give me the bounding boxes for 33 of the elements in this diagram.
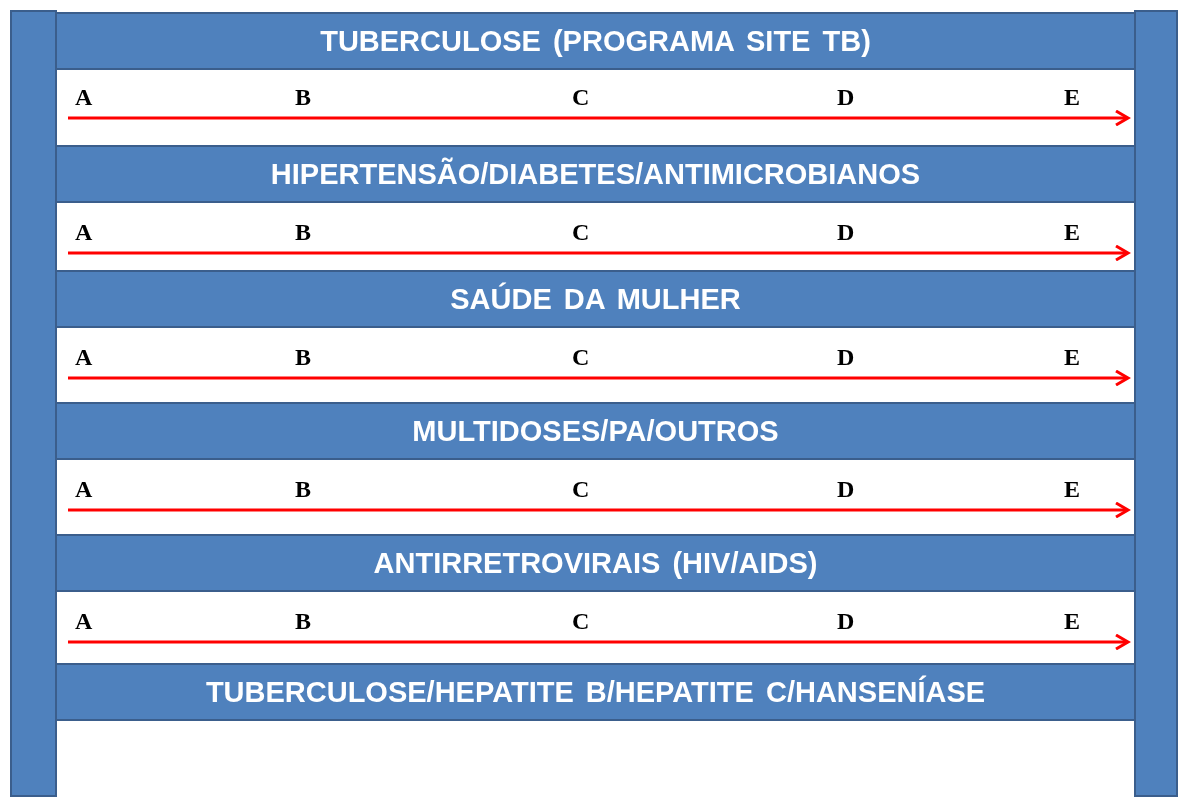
stage-letter: D bbox=[837, 345, 856, 371]
stage-letter: A bbox=[75, 477, 94, 503]
section-header: TUBERCULOSE/HEPATITE B/HEPATITE C/HANSENÍASE bbox=[55, 663, 1136, 721]
side-column bbox=[10, 10, 57, 797]
stage-letter: B bbox=[295, 85, 312, 111]
stage-letter: E bbox=[1064, 477, 1081, 503]
stage-letter: E bbox=[1064, 345, 1081, 371]
stage-letter: E bbox=[1064, 609, 1081, 635]
stage-letter: C bbox=[572, 477, 591, 503]
stage-letter: C bbox=[572, 85, 591, 111]
stage-letter: B bbox=[295, 220, 312, 246]
section-header: ANTIRRETROVIRAIS (HIV/AIDS) bbox=[55, 534, 1136, 592]
stage-letter: C bbox=[572, 220, 591, 246]
stage-letter: C bbox=[572, 345, 591, 371]
stage-letter: B bbox=[295, 609, 312, 635]
stage-letter: A bbox=[75, 85, 94, 111]
stage-letter: D bbox=[837, 85, 856, 111]
stage-letter: A bbox=[75, 609, 94, 635]
stage-letter: B bbox=[295, 477, 312, 503]
section-header: TUBERCULOSE (PROGRAMA SITE TB) bbox=[55, 12, 1136, 70]
section-header: SAÚDE DA MULHER bbox=[55, 270, 1136, 328]
section-header: MULTIDOSES/PA/OUTROS bbox=[55, 402, 1136, 460]
stage-letter: E bbox=[1064, 220, 1081, 246]
stage-letter: E bbox=[1064, 85, 1081, 111]
stage-letter: A bbox=[75, 220, 94, 246]
stage-letter: A bbox=[75, 345, 94, 371]
stage-letter: D bbox=[837, 220, 856, 246]
stage-letter: B bbox=[295, 345, 312, 371]
side-column bbox=[1134, 10, 1178, 797]
stage-letter: D bbox=[837, 477, 856, 503]
section-header: HIPERTENSÃO/DIABETES/ANTIMICROBIANOS bbox=[55, 145, 1136, 203]
stage-letter: D bbox=[837, 609, 856, 635]
stage-letter: C bbox=[572, 609, 591, 635]
